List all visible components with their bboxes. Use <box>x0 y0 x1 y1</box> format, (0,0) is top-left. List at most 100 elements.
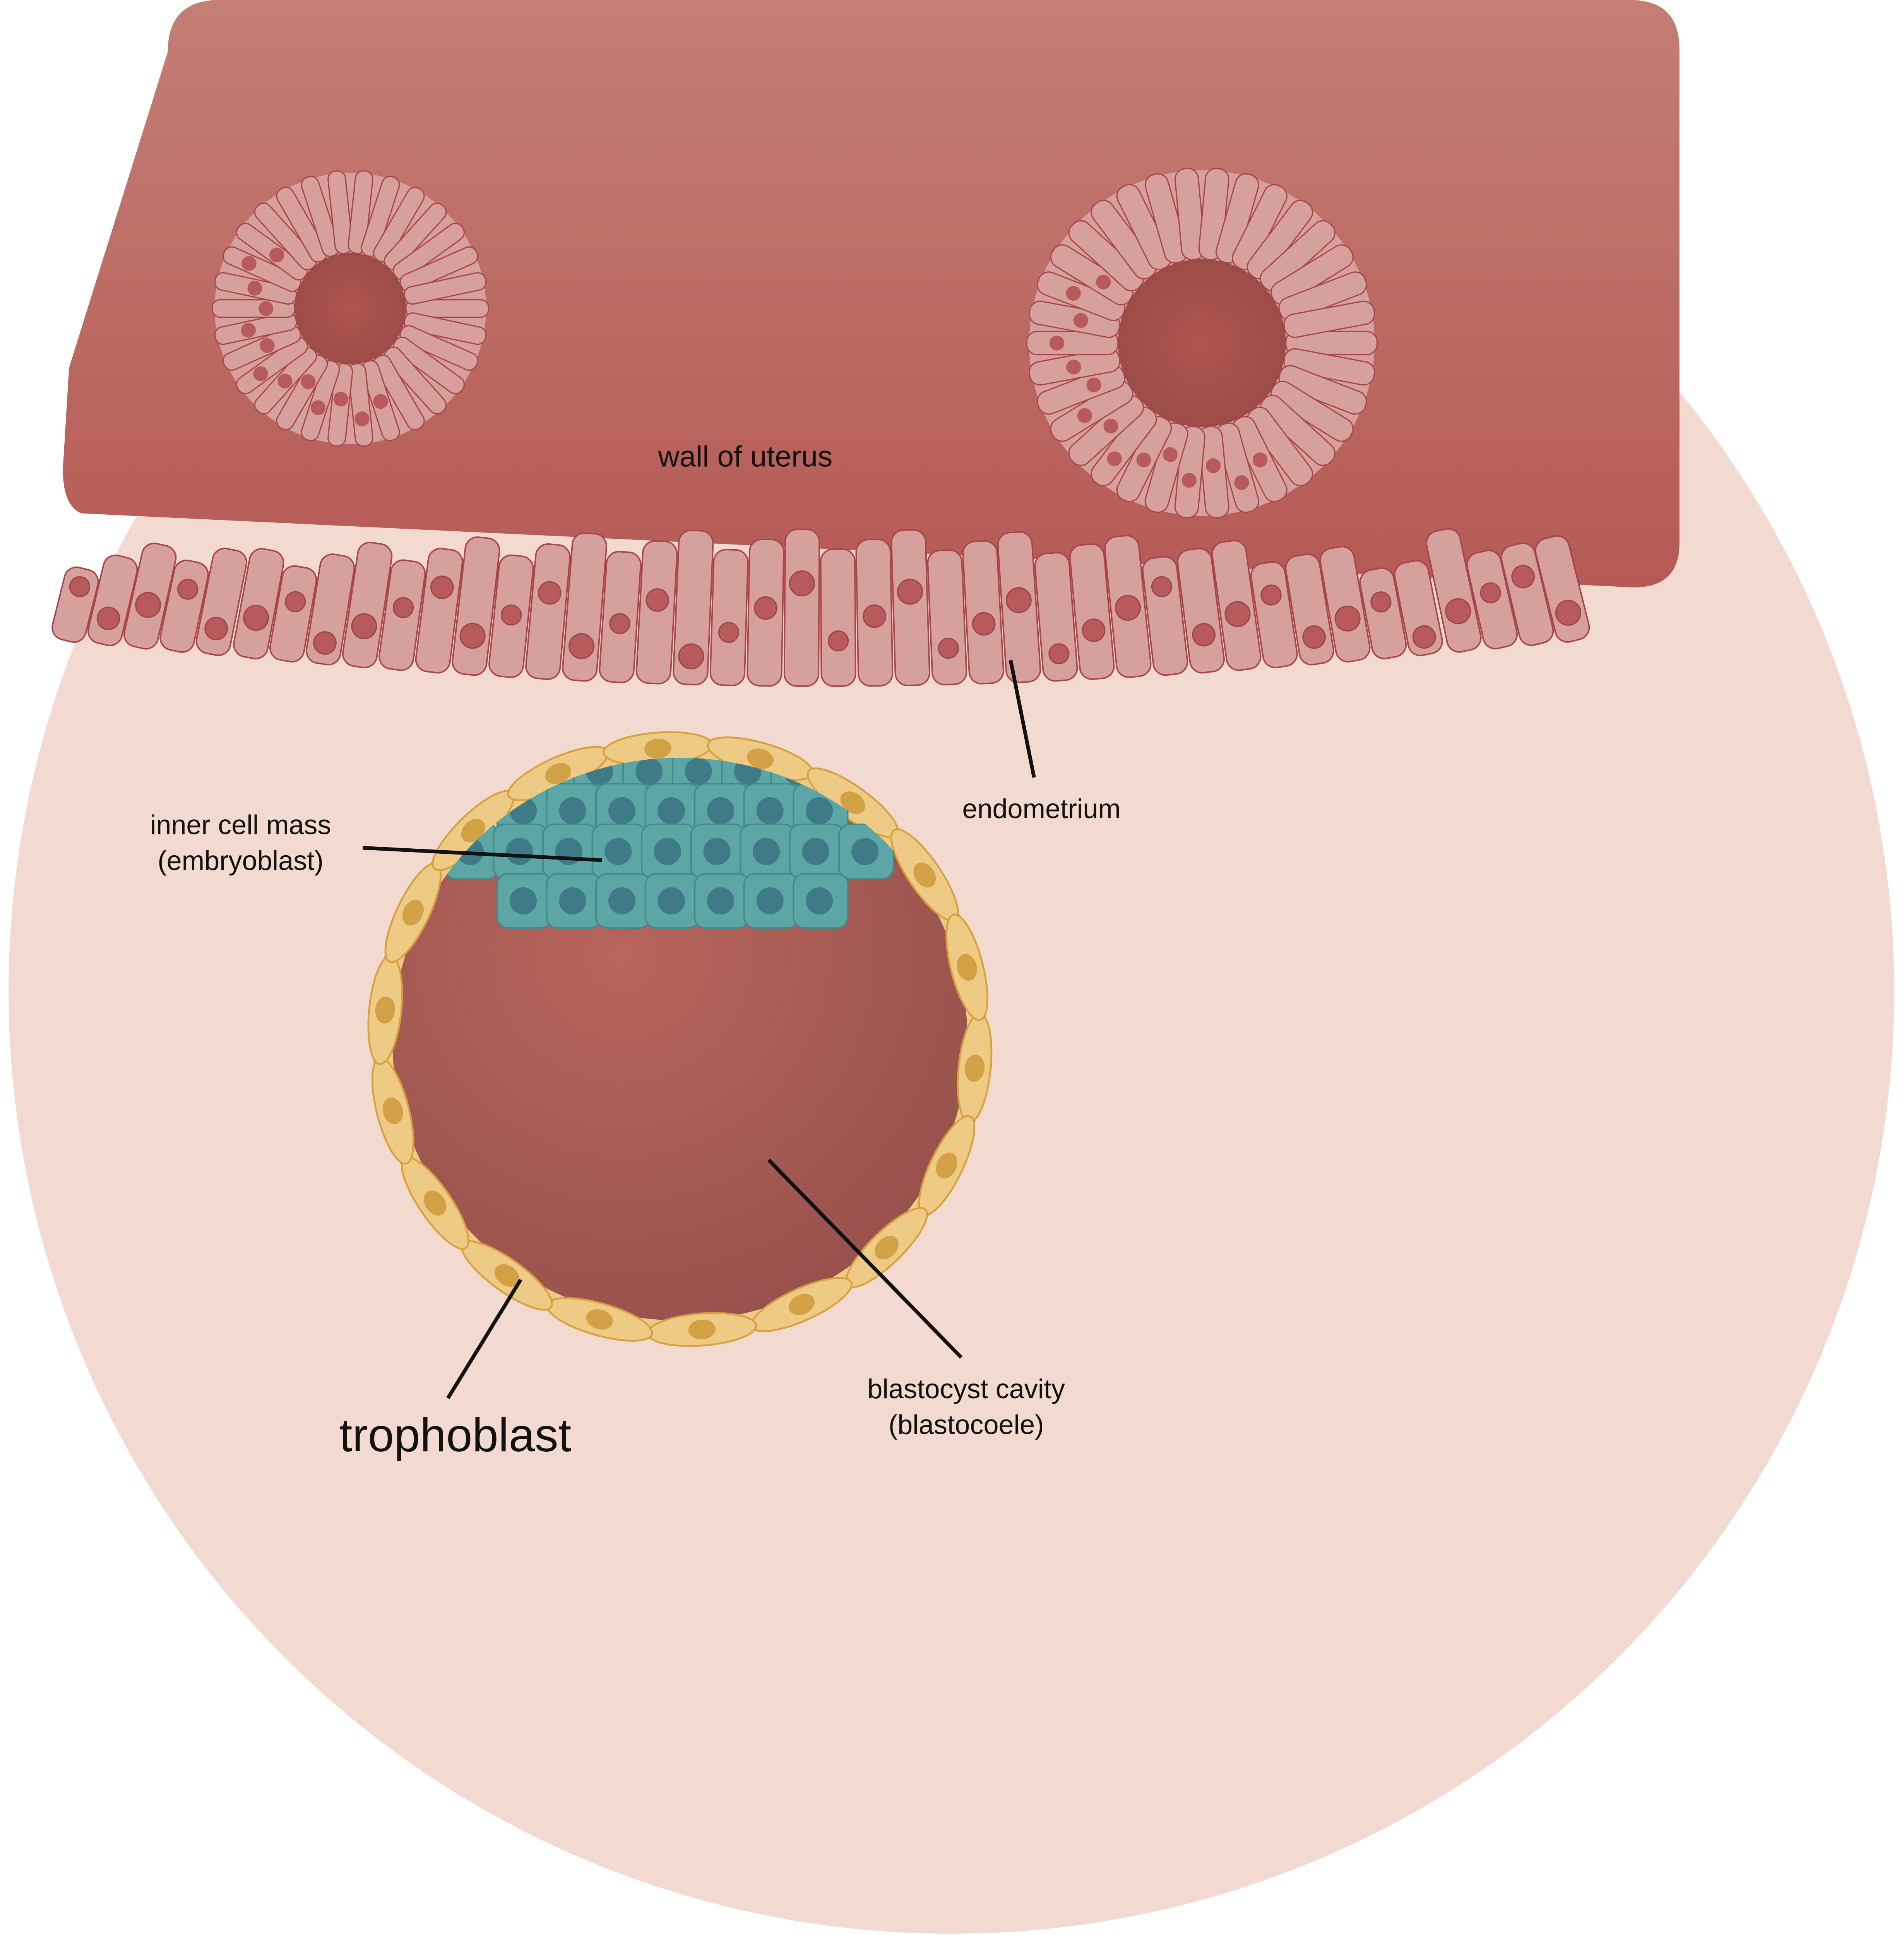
endometrial-cell <box>1426 528 1482 653</box>
endometrial-cell <box>51 566 99 643</box>
endometrial-cell <box>1142 556 1188 676</box>
cell-nucleus <box>827 630 849 652</box>
cell-nucleus <box>1163 447 1178 462</box>
cell-body <box>1247 200 1313 280</box>
cell-nucleus <box>311 400 326 415</box>
cell-nucleus <box>1066 360 1081 375</box>
gland-cell <box>1068 395 1144 466</box>
endometrial-cell <box>488 554 534 678</box>
endometrial-cell <box>1359 567 1407 659</box>
cell-nucleus <box>685 757 712 785</box>
cell-nucleus <box>461 819 485 842</box>
cell-nucleus <box>459 623 486 649</box>
endometrial-cell <box>269 565 317 663</box>
cell-nucleus <box>703 838 731 865</box>
gland-cell <box>361 176 400 257</box>
gland-cell <box>214 272 297 305</box>
cell-nucleus <box>1412 625 1436 649</box>
gland-cell <box>223 325 301 371</box>
endometrial-cell <box>342 541 393 668</box>
cell-nucleus <box>1445 598 1471 624</box>
gland-lumen <box>1118 259 1286 427</box>
icm-cell <box>591 824 647 880</box>
endometrial-cell <box>305 553 355 666</box>
cell-body <box>635 540 678 685</box>
cell-body <box>709 549 749 687</box>
cell-nucleus <box>382 1097 403 1125</box>
cell-nucleus <box>1086 377 1101 392</box>
cell-nucleus <box>333 392 349 407</box>
cell-nucleus <box>501 604 522 626</box>
endometrial-cell <box>1176 548 1225 674</box>
cell-nucleus <box>253 366 268 381</box>
cell-nucleus <box>1252 452 1268 467</box>
endometrial-cell <box>195 548 247 656</box>
cell-nucleus <box>1096 274 1111 289</box>
gland-cell <box>1068 220 1144 291</box>
endometrial-cell <box>1500 542 1554 646</box>
label-wall-of-uterus: wall of uterus <box>657 440 832 473</box>
cell-body <box>1144 422 1188 513</box>
endometrial-cell <box>378 559 426 671</box>
trophoblast-cell <box>918 1115 976 1216</box>
cell-nucleus <box>402 899 424 926</box>
label-cavity-line2: (blastocoele) <box>889 1409 1044 1440</box>
endometrial-cell <box>747 538 785 687</box>
cell-body <box>1247 406 1313 486</box>
cell-body <box>1426 528 1482 653</box>
icm-cell <box>789 824 845 880</box>
cell-nucleus <box>863 604 886 628</box>
cell-body <box>1260 220 1336 291</box>
endometrial-cell <box>525 543 571 680</box>
cell-nucleus <box>678 643 704 670</box>
endometrial-cell <box>1319 546 1371 663</box>
cell-nucleus <box>1151 576 1173 597</box>
cell-body <box>214 312 297 345</box>
gland-cell <box>1270 244 1354 306</box>
gland-cell <box>1037 271 1125 321</box>
cell-nucleus <box>802 838 829 865</box>
icm-cell <box>641 824 697 880</box>
cell-nucleus <box>1511 565 1535 589</box>
cell-nucleus <box>913 862 936 888</box>
cell-nucleus <box>1005 587 1032 613</box>
cell-body <box>361 176 400 257</box>
cell-nucleus <box>644 738 671 759</box>
cell-body <box>1037 365 1125 415</box>
cell-nucleus <box>313 631 337 655</box>
gland-cell <box>384 346 447 414</box>
label-icm-line2: (embryoblast) <box>158 845 324 876</box>
gland-cell <box>392 223 465 281</box>
cell-nucleus <box>96 606 120 630</box>
icm-cell <box>793 873 849 929</box>
cell-nucleus <box>1234 475 1249 490</box>
cell-body <box>254 202 317 271</box>
cell-nucleus <box>559 887 586 914</box>
cell-nucleus <box>277 373 293 389</box>
cell-nucleus <box>753 838 780 865</box>
endometrial-cell <box>1285 553 1334 666</box>
cell-nucleus <box>506 838 533 865</box>
cell-body <box>327 170 353 254</box>
icm-cell <box>542 824 598 880</box>
cell-body <box>1050 244 1133 306</box>
cell-nucleus <box>509 887 537 914</box>
gland-cell <box>1247 406 1313 486</box>
cell-nucleus <box>373 394 388 409</box>
cell-body <box>1050 380 1133 442</box>
gland-lumen <box>295 253 406 364</box>
cell-nucleus <box>756 797 784 825</box>
icm-cell <box>740 824 796 880</box>
cell-nucleus <box>608 797 636 825</box>
cell-nucleus <box>269 247 284 262</box>
cell-nucleus <box>1302 625 1326 649</box>
gland-cell <box>348 363 373 447</box>
gland-cell <box>1278 365 1367 415</box>
cell-body <box>1068 220 1144 291</box>
endometrial-cell <box>1534 535 1590 643</box>
gland-cell <box>1050 380 1133 442</box>
cell-nucleus <box>1370 591 1392 613</box>
cell-nucleus <box>1107 451 1122 466</box>
